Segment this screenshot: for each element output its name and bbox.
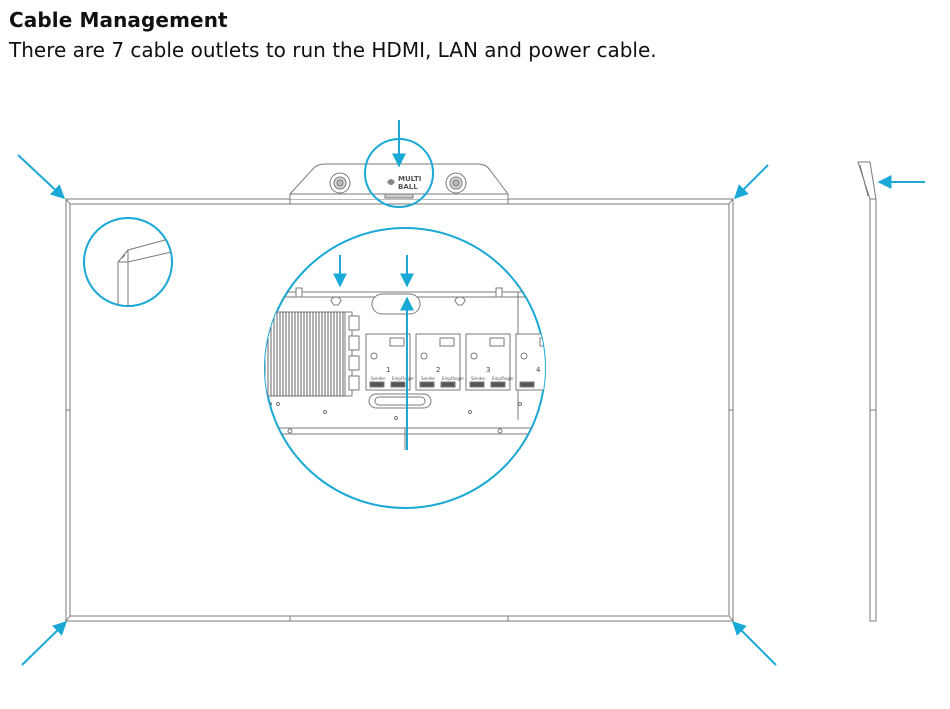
module-1 (365, 333, 411, 391)
module-2-receiver-label: Empfänger (442, 376, 464, 381)
module-2-sender-label: Sender (421, 376, 436, 381)
arrow-top-left-corner (17, 154, 66, 199)
brand-line1: MULTI (398, 175, 421, 183)
corner-detail (83, 217, 173, 307)
module-number-2: 2 (436, 366, 440, 374)
speaker-bar (289, 163, 509, 199)
module-4 (515, 333, 545, 391)
module-2 (415, 333, 461, 391)
arrow-bottom-right-corner (732, 621, 777, 666)
module-1-receiver-label: Empfänger (392, 376, 414, 381)
page-title: Cable Management (9, 8, 228, 32)
brand-line2: BALL (398, 183, 418, 191)
arrow-top-right-corner (734, 164, 769, 199)
pc-heatsink (265, 312, 344, 396)
module-number-1: 1 (386, 366, 390, 374)
page-subtitle: There are 7 cable outlets to run the HDM… (9, 38, 657, 62)
module-3 (465, 333, 511, 391)
module-1-sender-label: Sender (371, 376, 386, 381)
brand-logo: MULTI BALL (387, 175, 421, 191)
outlet-arrows (17, 120, 925, 666)
module-3-sender-label: Sender (471, 376, 486, 381)
module-3-receiver-label: Empfänger (492, 376, 514, 381)
side-profile (857, 161, 877, 622)
module-number-3: 3 (486, 366, 490, 374)
module-number-4: 4 (536, 366, 541, 374)
zoom-detail: 1 2 3 4 Sender Empfänger Sender Empfänge… (264, 227, 546, 509)
arrow-bottom-left-corner (21, 621, 68, 666)
